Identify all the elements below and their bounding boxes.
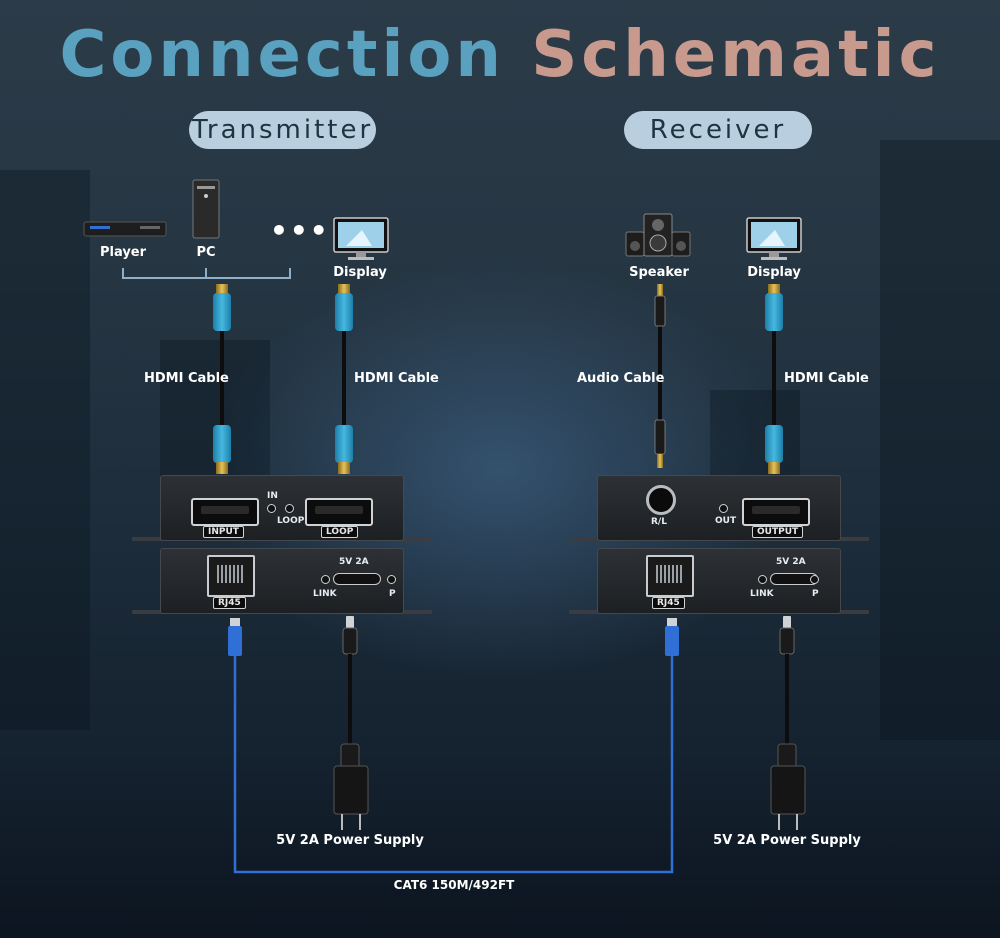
receiver-rear-panel: RJ45 5V 2A LINK P [597,548,841,614]
rx-power-rating: 5V 2A [776,557,806,567]
tx-led-loop-label: LOOP [277,516,305,526]
cat6-link-wire [228,618,679,874]
rx-output-port-label: OUTPUT [752,526,804,538]
tx-loop-port [305,498,373,526]
rx-audio-cable-label: Audio Cable [577,371,665,386]
transmitter-rear-panel: RJ45 5V 2A LINK P [160,548,404,614]
rx-led-link-label: LINK [750,589,774,599]
title-word-2: Schematic [531,18,941,92]
tx-led-link [321,575,330,584]
speaker-icon [625,213,691,257]
tx-led-loop [285,504,294,513]
rx-led-power [810,575,819,584]
transmitter-heading: Transmitter [189,111,376,149]
page-title: Connection Schematic [0,18,1000,92]
tx-power-cable [333,616,369,830]
tx-led-in-label: IN [267,491,278,501]
rx-power-cable [770,616,806,830]
rx-power-supply-label: 5V 2A Power Supply [713,833,861,848]
player-icon [83,221,167,237]
tx-led-link-label: LINK [313,589,337,599]
hdmi-cable-tx-input [213,284,231,474]
pc-icon [192,179,220,239]
tx-display-icon [333,217,389,260]
tx-input-port [191,498,259,526]
source-bracket [122,268,291,279]
background-building [710,390,800,480]
tx-power-supply-label: 5V 2A Power Supply [276,833,424,848]
background-building [880,140,1000,740]
rx-audio-jack [646,485,676,515]
tx-led-power [387,575,396,584]
rx-rj45-label: RJ45 [652,597,685,609]
tx-rj45-label: RJ45 [213,597,246,609]
background-building [0,170,90,730]
rx-audio-jack-label: R/L [651,517,667,527]
tx-led-p-label: P [389,589,396,599]
tx-loop-port-label: LOOP [321,526,359,538]
rx-output-port [742,498,810,526]
rx-display-icon [746,217,802,260]
hdmi-cable-rx-output [765,284,783,474]
audio-cable-rx [654,284,666,468]
tx-power-rating: 5V 2A [339,557,369,567]
player-label: Player [99,245,147,260]
cat6-cable-label: CAT6 150M/492FT [393,878,515,892]
tx-usbc-port [333,573,381,585]
tx-led-in [267,504,276,513]
tx-hdmi-cable-label-left: HDMI Cable [144,371,229,386]
receiver-front-panel: R/L OUT OUTPUT [597,475,841,541]
rx-hdmi-cable-label: HDMI Cable [784,371,869,386]
more-sources-ellipsis: ••• [270,214,330,247]
transmitter-front-panel: INPUT IN LOOP LOOP [160,475,404,541]
rx-led-out-label: OUT [715,516,737,526]
receiver-heading: Receiver [624,111,812,149]
tx-rj45-port [207,555,255,597]
rx-led-p-label: P [812,589,819,599]
title-word-1: Connection [59,18,505,92]
tx-display-label: Display [333,265,387,280]
tx-input-port-label: INPUT [203,526,244,538]
tx-hdmi-cable-label-right: HDMI Cable [354,371,439,386]
rx-rj45-port [646,555,694,597]
rx-display-label: Display [747,265,801,280]
hdmi-cable-tx-loop [335,284,353,474]
rx-led-out [719,504,728,513]
speaker-label: Speaker [629,265,689,280]
rx-led-link [758,575,767,584]
pc-label: PC [196,245,216,260]
